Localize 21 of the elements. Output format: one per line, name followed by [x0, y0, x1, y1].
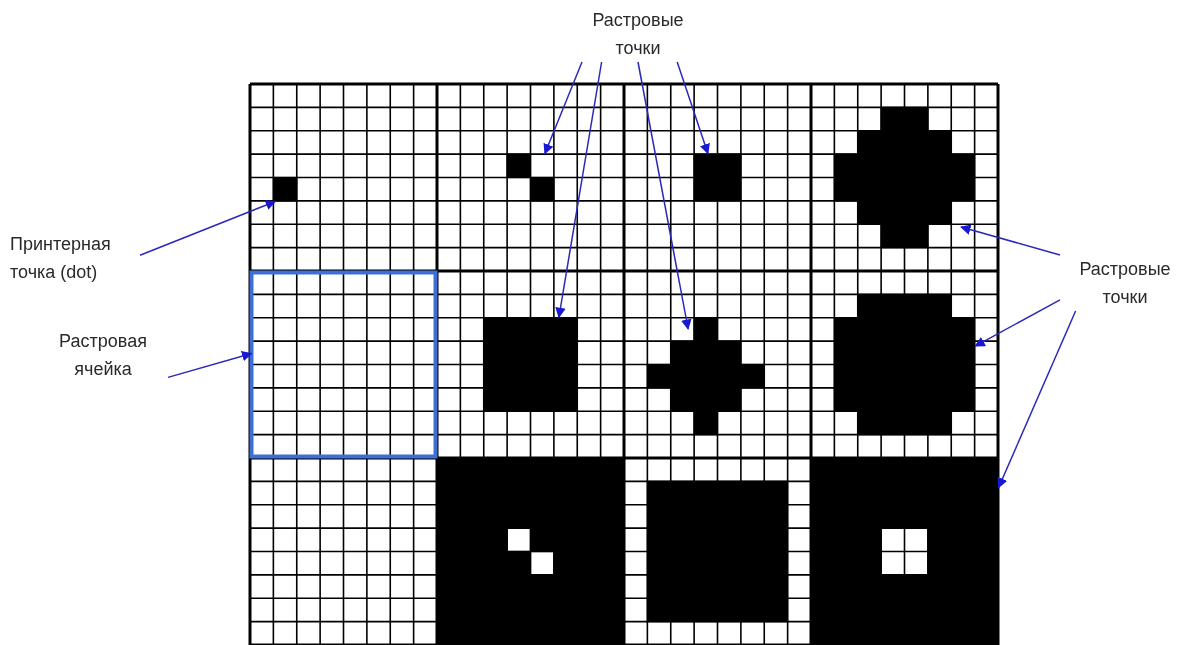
callout-label: Растровые точки — [1060, 255, 1190, 311]
halftone-dot — [483, 317, 578, 412]
leader-arrow — [543, 61, 583, 155]
callout-label: Растровая ячейка — [38, 327, 168, 383]
halftone-cell — [810, 457, 999, 645]
halftone-dot — [646, 317, 765, 436]
halftone-dot — [833, 293, 976, 436]
callout-label: Принтерная точка (dot) — [10, 230, 140, 286]
leader-arrow — [960, 224, 1061, 256]
halftone-dot — [506, 153, 555, 202]
leader-arrow — [555, 61, 603, 319]
callout-label: Растровые точки — [568, 6, 708, 62]
leader-arrow — [139, 200, 277, 256]
leader-arrow — [997, 310, 1077, 489]
halftone-dot — [833, 106, 976, 249]
leader-arrow — [637, 61, 692, 330]
leader-arrow — [974, 299, 1061, 347]
halftone-dot — [693, 153, 742, 202]
leader-arrow — [676, 61, 710, 155]
leader-arrow — [167, 351, 253, 379]
halftone-cell-frame — [249, 270, 438, 459]
